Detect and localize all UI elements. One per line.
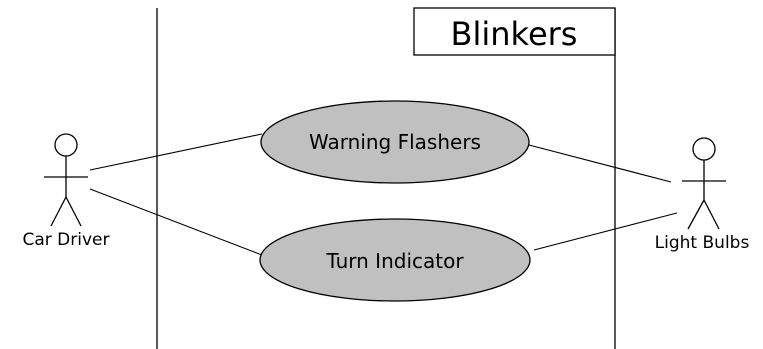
actor-label: Light Bulbs [655, 233, 750, 253]
use-case-label: Turn Indicator [325, 249, 464, 273]
system-title: Blinkers [451, 15, 578, 53]
association-driver-turn [89, 188, 263, 256]
actor-light-bulbs[interactable]: Light Bulbs [655, 137, 750, 253]
use-case-turn-indicator[interactable]: Turn Indicator [259, 218, 531, 302]
actor-label: Car Driver [23, 230, 110, 250]
stick-figure-icon [44, 133, 88, 227]
system-boundary: Blinkers [156, 7, 616, 349]
use-case-ellipse [259, 218, 531, 302]
system-title-box [413, 7, 616, 56]
association-driver-warning [89, 133, 263, 171]
actor-car-driver[interactable]: Car Driver [23, 133, 110, 250]
use-case-warning-flashers[interactable]: Warning Flashers [260, 100, 530, 184]
use-case-label: Warning Flashers [309, 130, 481, 154]
association-warning-bulbs [528, 144, 672, 183]
association-turn-bulbs [533, 212, 678, 251]
stick-figure-icon [682, 137, 726, 230]
use-case-ellipse [260, 100, 530, 184]
